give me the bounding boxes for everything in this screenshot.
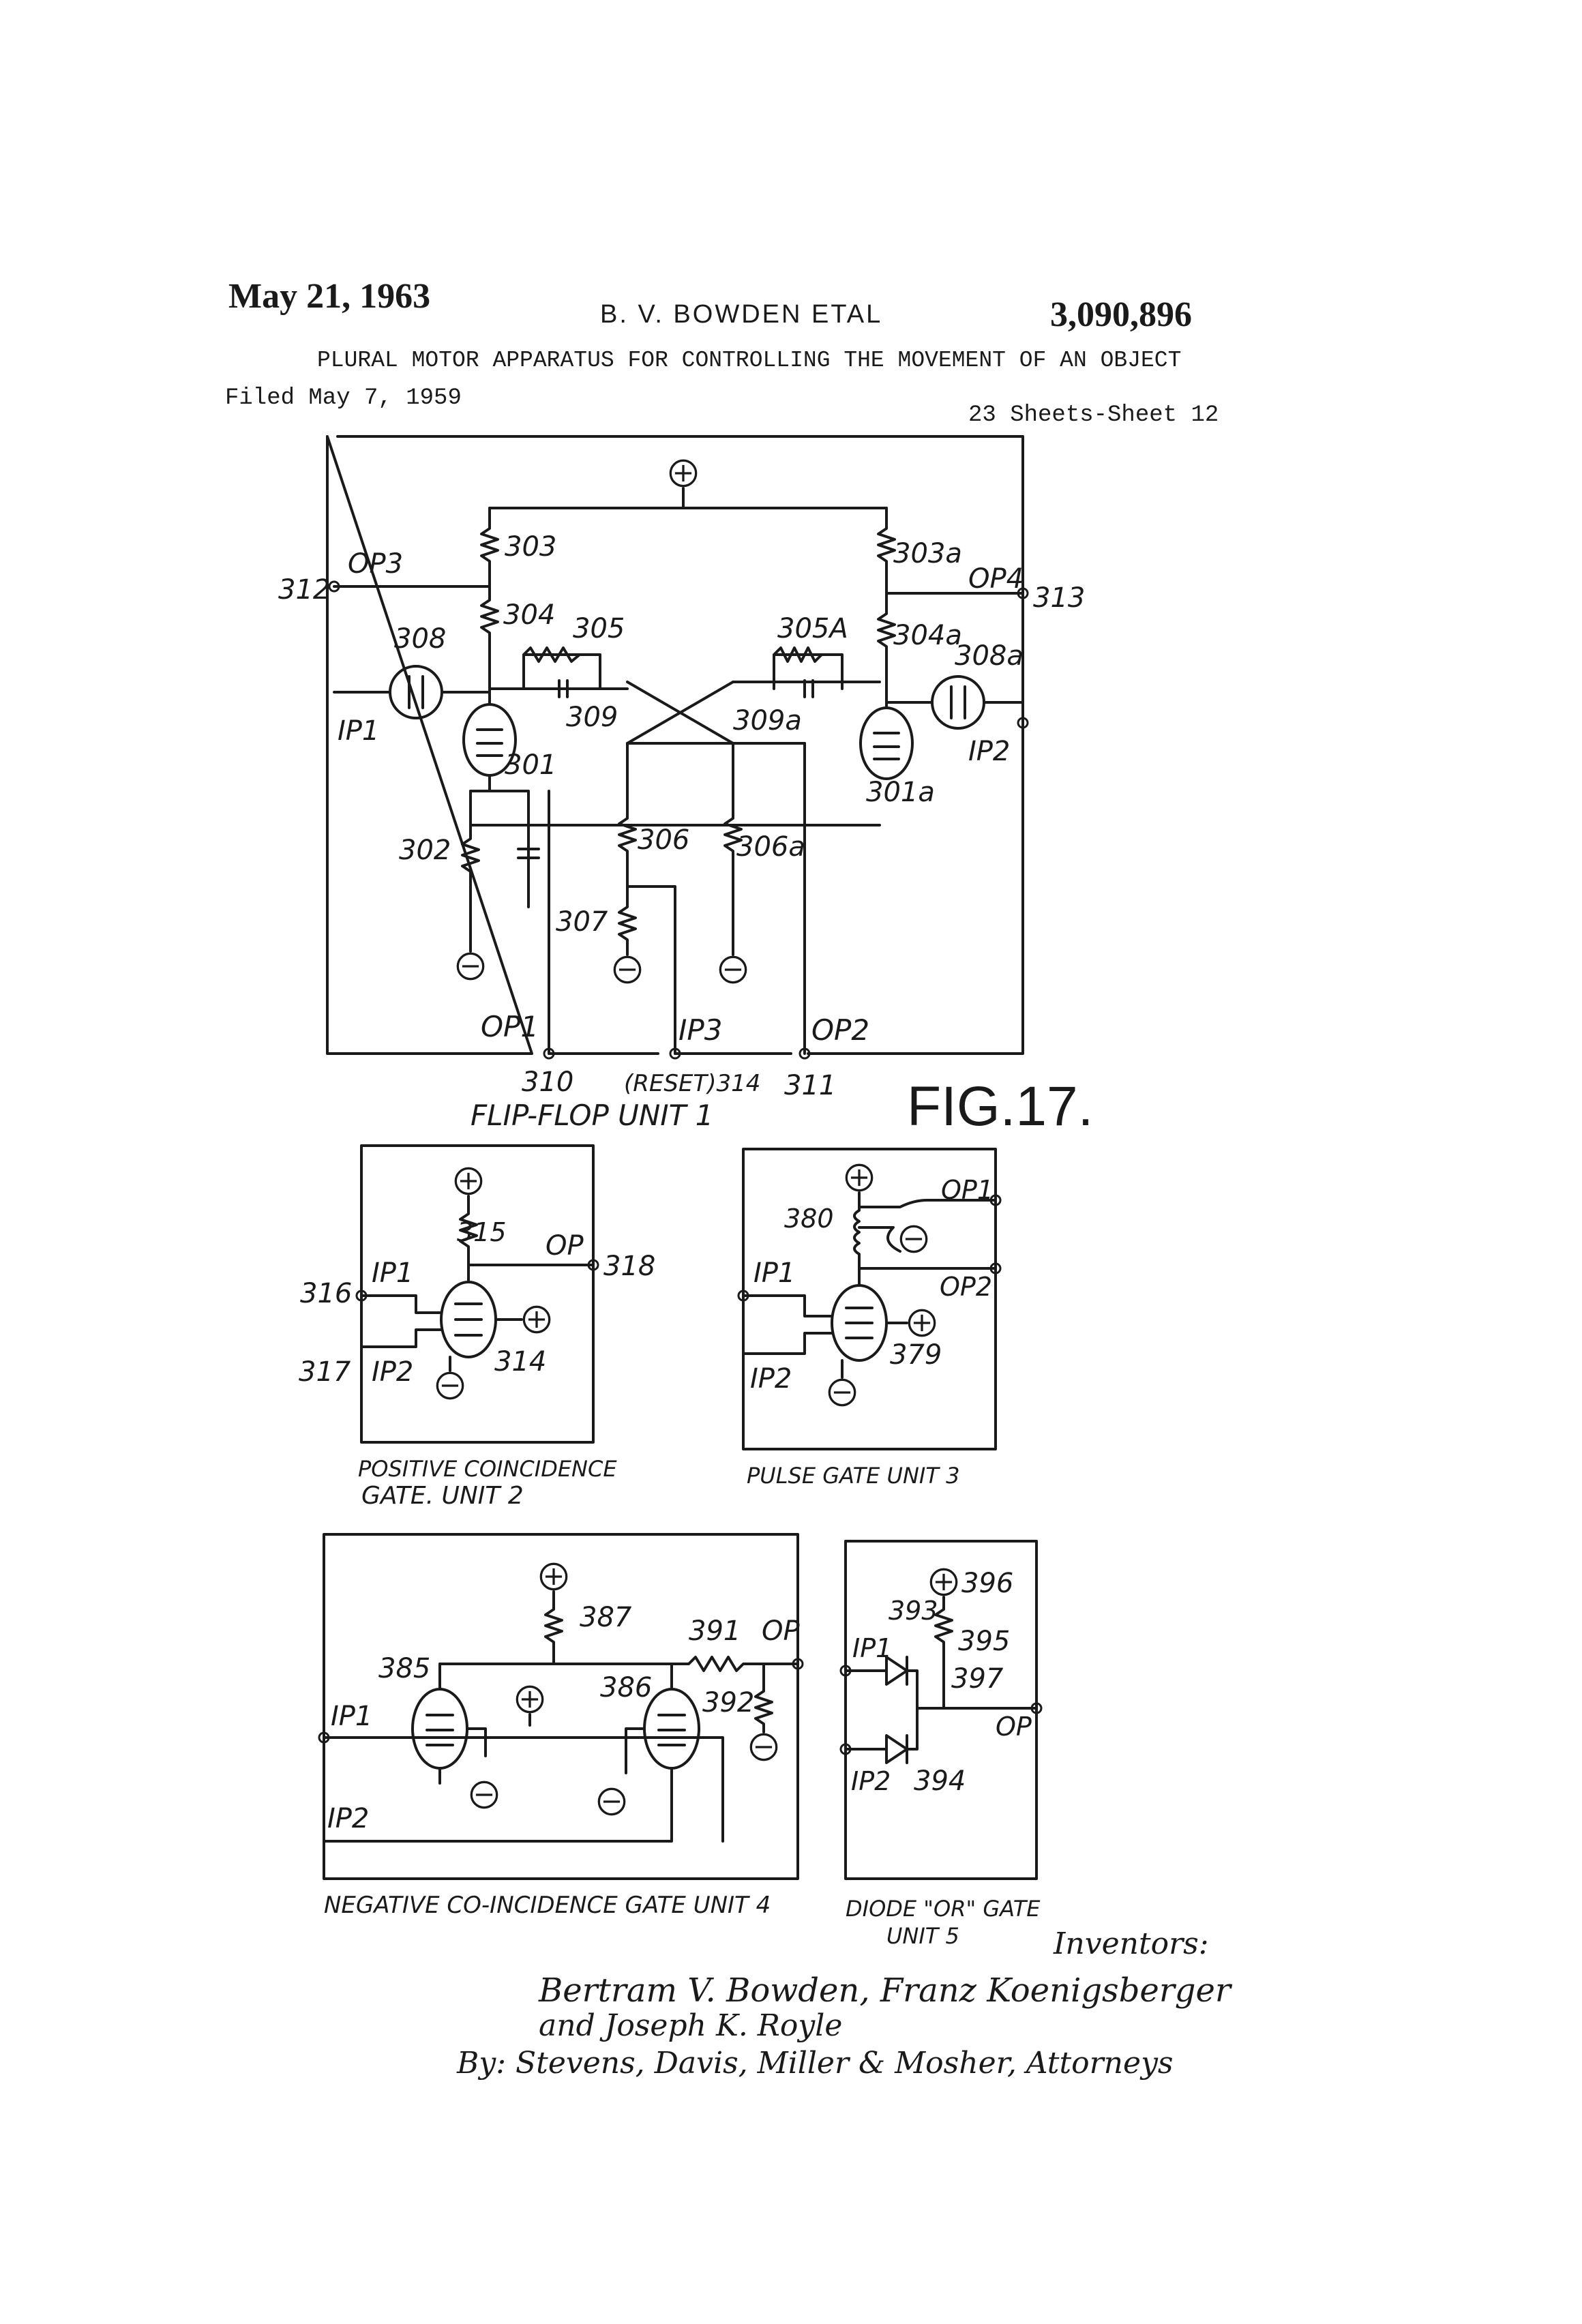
label-304: 304 [503, 599, 555, 631]
flipflop-caption: FLIP-FLOP UNIT 1 [471, 1099, 713, 1132]
circuit-label: 395 [958, 1626, 1010, 1657]
signature-line2: and Joseph K. Royle [539, 2008, 842, 2043]
circuit-label: IP2 [851, 1766, 891, 1796]
circuit-label: 316 [300, 1278, 352, 1309]
circuit-label: 379 [890, 1339, 942, 1371]
label-313: 313 [1033, 582, 1085, 614]
circuit-label: IP2 [750, 1363, 792, 1395]
circuit-label: 391 [689, 1615, 741, 1647]
circuit-label: IP1 [372, 1257, 413, 1289]
label-311: 311 [784, 1070, 836, 1101]
circuit-label: OP2 [940, 1272, 992, 1302]
circuit-label: 392 [702, 1687, 754, 1718]
resistor-303 [481, 508, 498, 689]
label-op1: OP1 [481, 1010, 539, 1043]
circuit-label: IP1 [753, 1257, 795, 1289]
label-ip2: IP2 [968, 736, 1010, 767]
circuit-label: 396 [961, 1568, 1013, 1599]
label-309a: 309a [733, 705, 802, 736]
circuit-label: IP1 [331, 1701, 372, 1732]
label-306: 306 [638, 824, 689, 856]
label-304a: 304a [893, 620, 962, 651]
label-308a: 308a [955, 640, 1024, 672]
label-301: 301 [505, 749, 556, 781]
label-305: 305 [573, 613, 625, 644]
diode-or-gate: 396 393 395 IP1 397 OP IP2 394 DIODE "OR… [841, 1541, 1041, 1949]
label-op4: OP4 [968, 563, 1024, 595]
label-307: 307 [556, 906, 608, 938]
circuit-label: 394 [914, 1766, 966, 1797]
circuit-label: 318 [603, 1251, 655, 1282]
signature-block: Inventors: Bertram V. Bowden, Franz Koen… [456, 1926, 1233, 2081]
label-op3: OP3 [348, 548, 403, 580]
label-ip3: IP3 [678, 1013, 722, 1047]
circuit-label: IP1 [852, 1633, 892, 1663]
signature-heading: Inventors: [1053, 1926, 1209, 1961]
circuit-label: OP [996, 1712, 1032, 1742]
circuit-label: 315 [457, 1217, 507, 1247]
positive-coincidence-gate: 315 OP 318 IP1 316 IP2 317 314 POSITIVE … [299, 1146, 655, 1510]
circuit-label: 317 [299, 1356, 351, 1388]
neon-lamp-308 [390, 666, 442, 718]
circuit-label: OP [762, 1615, 800, 1647]
signature-line1: Bertram V. Bowden, Franz Koenigsberger [538, 1971, 1233, 2010]
label-301a: 301a [866, 777, 935, 808]
label-306a: 306a [736, 831, 805, 863]
label-305a: 305A [777, 613, 848, 644]
label-ip1: IP1 [338, 715, 379, 747]
circuit-label: OP [546, 1230, 584, 1262]
valve-301a [861, 708, 912, 779]
label-312: 312 [278, 574, 330, 606]
flipflop-plus-supply-icon [670, 460, 696, 486]
circuit-label: 380 [784, 1204, 834, 1234]
label-303: 303 [505, 531, 556, 563]
label-310: 310 [522, 1067, 573, 1098]
label-303a: 303a [893, 538, 962, 569]
label-309: 309 [566, 702, 618, 733]
flip-flop-unit: OP3 OP4 IP1 IP2 OP1 IP3 OP2 312 313 303 … [278, 436, 1085, 1132]
circuit-label: POSITIVE COINCIDENCE [358, 1456, 617, 1482]
circuit-label: OP1 [941, 1175, 994, 1205]
pulse-gate: 380 OP1 OP2 IP1 IP2 379 PULSE GATE UNIT … [738, 1149, 1000, 1489]
negative-coincidence-gate: 387 391 OP 385 386 392 IP1 IP2 NEGATIVE … [319, 1534, 803, 1919]
label-op2: OP2 [811, 1013, 869, 1047]
label-reset-314: (RESET)314 [624, 1070, 760, 1097]
label-302: 302 [399, 835, 451, 866]
circuit-label: PULSE GATE UNIT 3 [747, 1463, 959, 1489]
circuit-label: 397 [951, 1663, 1004, 1695]
circuit-label: 387 [580, 1602, 632, 1633]
circuit-label: IP2 [372, 1356, 413, 1388]
minus-supply-icon [458, 953, 483, 979]
neon-lamp-308a [932, 676, 984, 728]
figure-label: FIG.17. [907, 1075, 1093, 1137]
label-308: 308 [394, 623, 446, 655]
circuit-label: GATE. UNIT 2 [361, 1482, 524, 1510]
circuit-label: UNIT 5 [886, 1923, 959, 1949]
circuit-label: 385 [378, 1653, 430, 1684]
circuit-label: DIODE "OR" GATE [846, 1896, 1041, 1922]
signature-line3: By: Stevens, Davis, Miller & Mosher, Att… [456, 2046, 1174, 2081]
circuit-label: 393 [889, 1596, 938, 1626]
circuit-label: NEGATIVE CO-INCIDENCE GATE UNIT 4 [324, 1892, 771, 1919]
circuit-label: 386 [600, 1672, 652, 1703]
circuit-label: 314 [494, 1346, 546, 1377]
circuit-label: IP2 [327, 1803, 369, 1834]
